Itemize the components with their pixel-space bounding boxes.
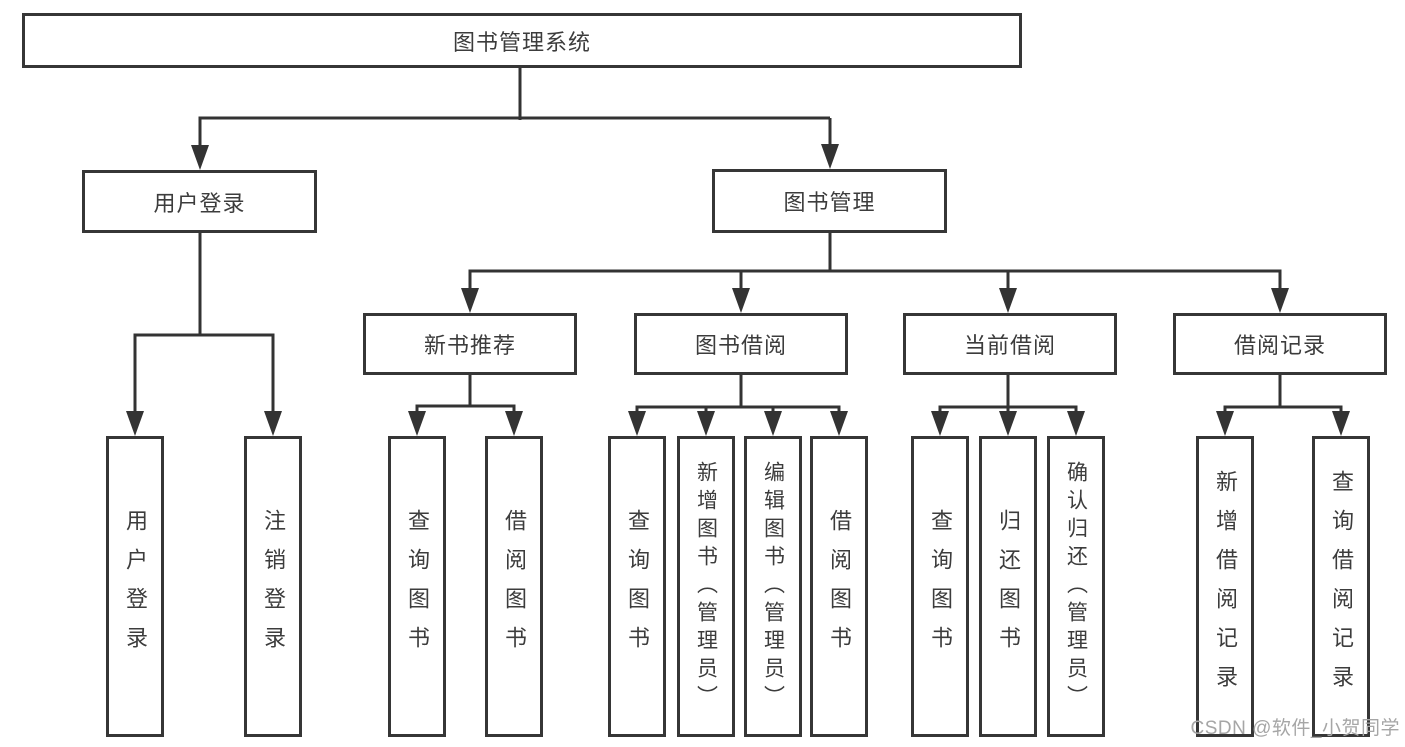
leaf-user-login: 用户登录	[106, 436, 164, 737]
leaf-label: 确认归还（管理员）	[1064, 460, 1088, 713]
leaf-label: 查询图书	[405, 508, 430, 665]
leaf-label: 借阅图书	[827, 508, 852, 665]
leaf-label: 新增图书（管理员）	[694, 460, 718, 713]
leaf-label: 新增借阅记录	[1213, 469, 1238, 704]
arrowheads	[126, 144, 1350, 436]
node-current-borrowing: 当前借阅	[903, 313, 1117, 375]
leaf-edit-books-admin: 编辑图书（管理员）	[744, 436, 802, 737]
node-book-management: 图书管理	[712, 169, 947, 233]
leaf-label: 查询图书	[625, 508, 650, 665]
node-new-book-recommend: 新书推荐	[363, 313, 577, 375]
leaf-borrow-books: 借阅图书	[810, 436, 868, 737]
leaf-label: 查询借阅记录	[1329, 469, 1354, 704]
node-label: 图书管理	[783, 190, 876, 215]
leaf-label: 编辑图书（管理员）	[761, 460, 785, 713]
leaf-query-borrow-record: 查询借阅记录	[1312, 436, 1370, 737]
leaf-query-books-current: 查询图书	[911, 436, 969, 737]
leaf-query-books-borrowing: 查询图书	[608, 436, 666, 737]
node-label: 图书借阅	[694, 333, 787, 358]
node-library-management-system: 图书管理系统	[22, 13, 1022, 68]
node-label: 用户登录	[153, 190, 246, 216]
node-borrow-records: 借阅记录	[1173, 313, 1387, 375]
node-label: 图书管理系统	[452, 29, 591, 55]
node-label: 当前借阅	[963, 333, 1056, 358]
node-user-login: 用户登录	[82, 170, 317, 233]
leaf-label: 借阅图书	[502, 508, 527, 665]
leaf-label: 注销登录	[261, 508, 286, 665]
leaf-label: 归还图书	[996, 508, 1021, 665]
leaf-query-books-recommend: 查询图书	[388, 436, 446, 737]
csdn-watermark: CSDN @软件_小贺同学	[1190, 718, 1400, 739]
leaf-borrow-books-recommend: 借阅图书	[485, 436, 543, 737]
leaf-add-books-admin: 新增图书（管理员）	[677, 436, 735, 737]
leaf-logout: 注销登录	[244, 436, 302, 737]
leaf-label: 查询图书	[928, 508, 953, 665]
leaf-label: 用户登录	[123, 508, 148, 665]
leaf-add-borrow-record: 新增借阅记录	[1196, 436, 1254, 737]
leaf-confirm-return-admin: 确认归还（管理员）	[1047, 436, 1105, 737]
leaf-return-books: 归还图书	[979, 436, 1037, 737]
node-label: 借阅记录	[1233, 333, 1326, 358]
node-book-borrowing: 图书借阅	[634, 313, 848, 375]
node-label: 新书推荐	[423, 333, 516, 358]
